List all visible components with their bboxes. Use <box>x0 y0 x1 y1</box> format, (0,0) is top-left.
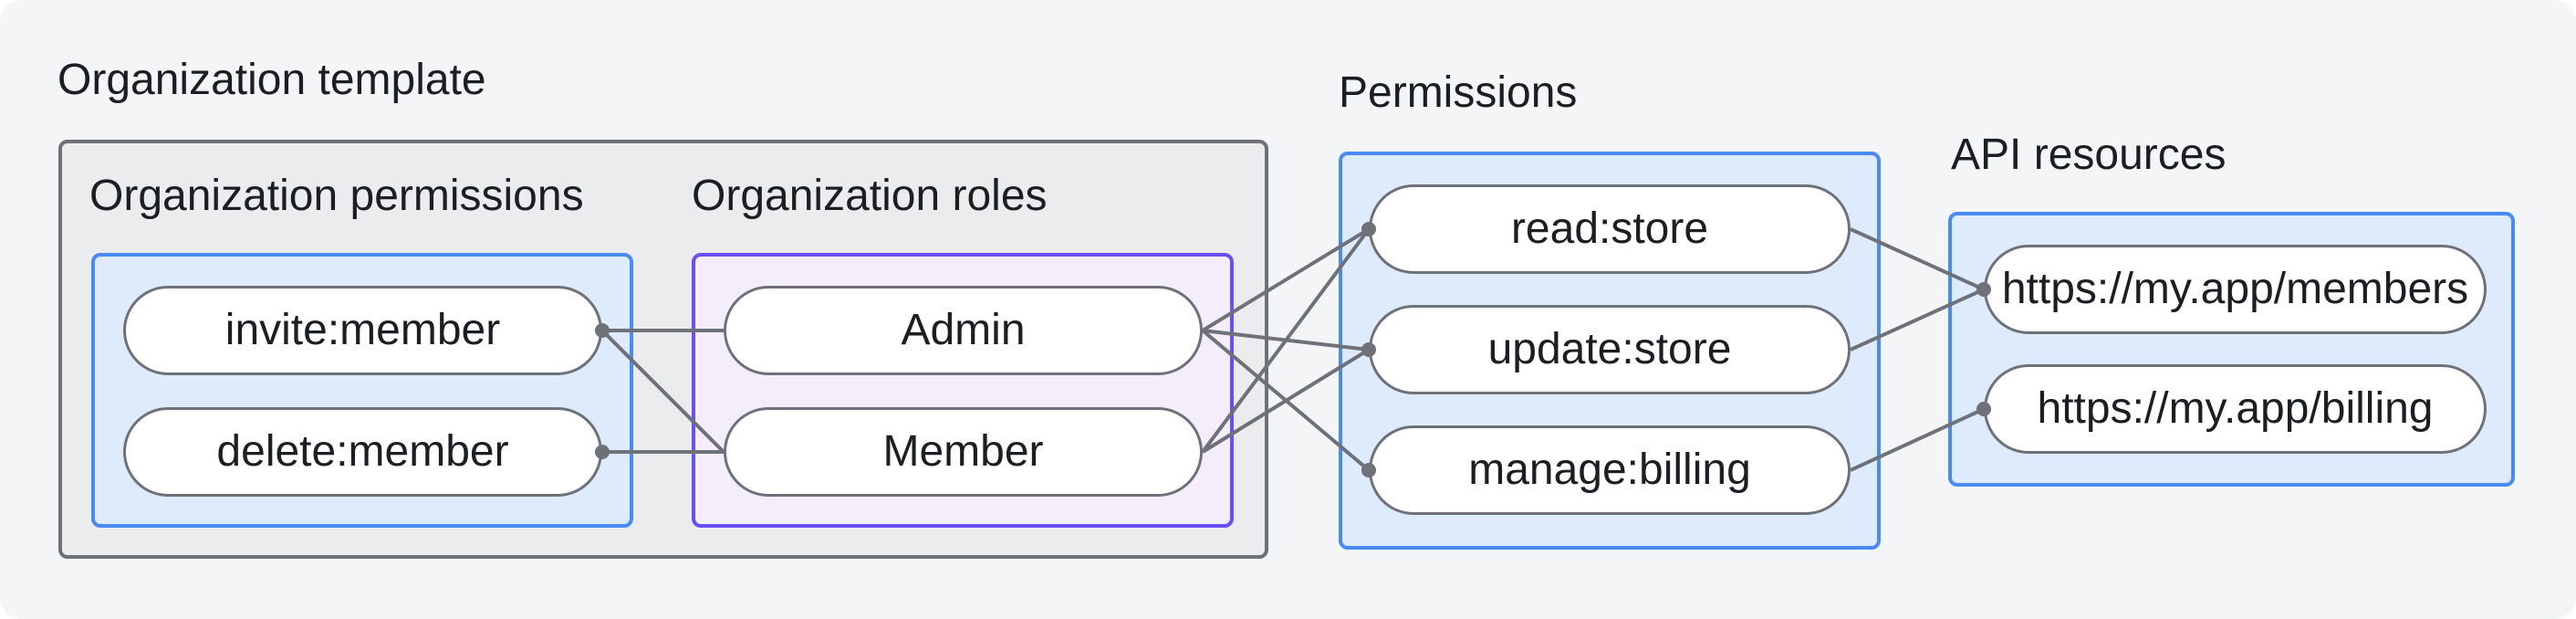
role-node-admin: Admin <box>724 286 1203 375</box>
permission-node-read-store: read:store <box>1369 184 1851 274</box>
permissions-title: Permissions <box>1339 68 1578 117</box>
org-permissions-title: Organization permissions <box>89 172 584 220</box>
api-resources-title: API resources <box>1951 131 2227 179</box>
permission-node-manage-billing: manage:billing <box>1369 425 1851 515</box>
org-roles-title: Organization roles <box>692 172 1048 220</box>
api-resource-node-members: https://my.app/members <box>1984 245 2487 334</box>
org-template-title: Organization template <box>57 56 486 104</box>
permission-node-delete-member: delete:member <box>123 407 602 497</box>
permission-node-invite-member: invite:member <box>123 286 602 375</box>
api-resource-node-billing: https://my.app/billing <box>1984 364 2487 454</box>
role-node-member: Member <box>724 407 1203 497</box>
permission-node-update-store: update:store <box>1369 305 1851 394</box>
